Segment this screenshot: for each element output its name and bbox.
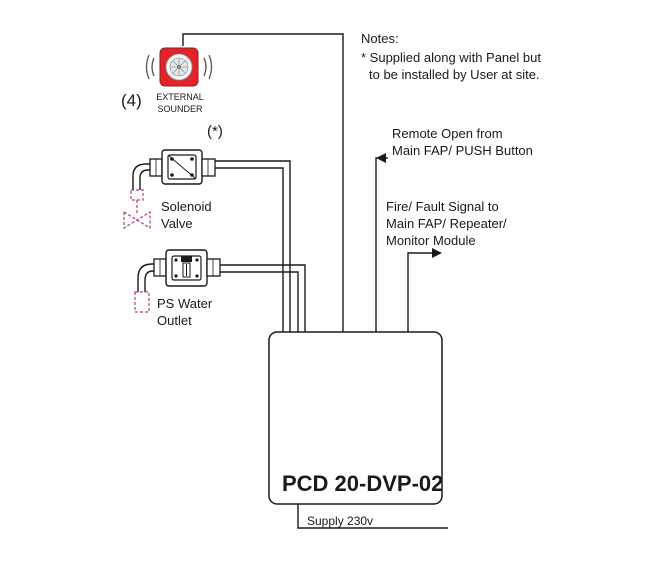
- remote-open-wire: [375, 157, 386, 332]
- fire-fault-line3: Monitor Module: [386, 233, 476, 248]
- fire-fault-arrow: [432, 248, 442, 258]
- notes-title: Notes:: [361, 31, 399, 46]
- external-sounder-icon: [145, 47, 213, 87]
- sounder-label-line2: SOUNDER: [157, 104, 203, 114]
- ps-water-label-line1: PS Water: [157, 296, 213, 311]
- remote-open-line1: Remote Open from: [392, 126, 503, 141]
- solenoid-label-line1: Solenoid: [161, 199, 212, 214]
- sounder-label-line1: EXTERNAL: [156, 92, 204, 102]
- notes-line-2: to be installed by User at site.: [369, 67, 540, 82]
- sounder-wire: [182, 33, 344, 332]
- pressure-switch-icon: [134, 249, 221, 313]
- remote-open-arrow: [376, 153, 386, 163]
- asterisk-mark: (*): [207, 123, 223, 140]
- solenoid-valve-icon: [123, 149, 216, 230]
- solenoid-wire-b: [215, 167, 284, 332]
- sounder-number: (4): [121, 91, 142, 110]
- ps-water-label-line2: Outlet: [157, 313, 192, 328]
- panel-label: PCD 20-DVP-02: [282, 471, 444, 496]
- ps-wire-b: [220, 271, 299, 332]
- notes-line-1: * Supplied along with Panel but: [361, 50, 541, 65]
- ps-wire-a: [220, 264, 306, 332]
- solenoid-wire-a: [215, 160, 291, 332]
- supply-label: Supply 230v: [307, 514, 374, 528]
- fire-fault-wire: [407, 252, 432, 332]
- supply-wire: [297, 504, 448, 529]
- remote-open-line2: Main FAP/ PUSH Button: [392, 143, 533, 158]
- solenoid-label-line2: Valve: [161, 216, 193, 231]
- fire-fault-line1: Fire/ Fault Signal to: [386, 199, 499, 214]
- panel-box: [268, 331, 443, 505]
- fire-fault-line2: Main FAP/ Repeater/: [386, 216, 507, 231]
